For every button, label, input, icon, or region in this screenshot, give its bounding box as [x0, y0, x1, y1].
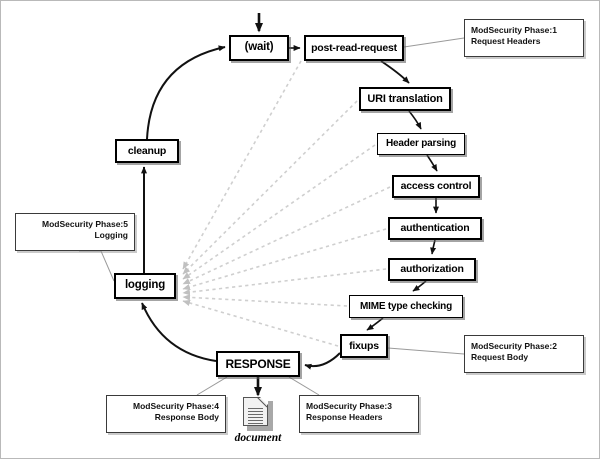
node-response-label: RESPONSE: [225, 357, 291, 371]
node-logging[interactable]: logging: [114, 273, 176, 299]
node-header-parsing[interactable]: Header parsing: [377, 133, 465, 155]
document-icon-page: [243, 397, 268, 426]
node-authentication-label: authentication: [400, 222, 470, 235]
annotation-phase-3-line-1: ModSecurity Phase:3: [306, 401, 392, 411]
annotation-connectors: [79, 37, 465, 396]
node-mime-type-checking-label: MIME type checking: [360, 300, 452, 312]
annotation-modsecurity-phase-4: ModSecurity Phase:4 Response Body: [106, 395, 226, 433]
annotation-modsecurity-phase-1: ModSecurity Phase:1 Request Headers: [464, 19, 584, 57]
node-fixups[interactable]: fixups: [340, 334, 388, 358]
document-icon-lines: [248, 408, 263, 424]
document-label: document: [234, 432, 282, 444]
annotation-modsecurity-phase-2: ModSecurity Phase:2 Request Body: [464, 335, 584, 373]
node-authorization[interactable]: authorization: [388, 258, 476, 281]
node-cleanup-label: cleanup: [127, 144, 167, 157]
document-node: document: [222, 397, 294, 444]
annotation-modsecurity-phase-3: ModSecurity Phase:3 Response Headers: [299, 395, 419, 433]
node-mime-type-checking[interactable]: MIME type checking: [349, 295, 463, 318]
node-authorization-label: authorization: [400, 263, 464, 276]
document-icon-fold-line: [257, 397, 268, 408]
flow-arrows: [141, 13, 439, 397]
node-uri-translation-label: URI translation: [367, 92, 443, 105]
node-logging-label: logging: [124, 279, 166, 292]
annotation-phase-5-line-2: Logging: [94, 230, 128, 241]
logging-feed-arrows: [182, 60, 391, 347]
annotation-phase-4-line-2: Response Body: [154, 412, 219, 423]
annotation-phase-2-line-2: Request Body: [471, 352, 529, 363]
node-fixups-label: fixups: [349, 339, 379, 352]
node-header-parsing-label: Header parsing: [385, 138, 456, 149]
document-icon-fold: [260, 397, 268, 405]
annotation-phase-1-line-1: ModSecurity Phase:1: [471, 25, 557, 35]
node-access-control-label: access control: [400, 180, 472, 193]
node-post-read-request[interactable]: post-read-request: [304, 35, 404, 61]
annotation-modsecurity-phase-5: ModSecurity Phase:5 Logging: [15, 213, 135, 251]
node-response[interactable]: RESPONSE: [216, 351, 300, 377]
node-wait[interactable]: (wait): [229, 35, 289, 61]
node-authentication[interactable]: authentication: [388, 217, 482, 240]
annotation-phase-1-line-2: Request Headers: [471, 36, 541, 47]
annotation-phase-2-line-1: ModSecurity Phase:2: [471, 341, 557, 351]
node-access-control[interactable]: access control: [392, 175, 480, 198]
node-cleanup[interactable]: cleanup: [115, 139, 179, 163]
annotation-phase-5-line-1: ModSecurity Phase:5: [42, 219, 128, 229]
document-icon: [243, 397, 273, 431]
annotation-phase-3-line-2: Response Headers: [306, 412, 383, 423]
node-wait-label: (wait): [244, 41, 274, 54]
node-post-read-request-label: post-read-request: [311, 41, 397, 54]
annotation-phase-4-line-1: ModSecurity Phase:4: [133, 401, 219, 411]
node-uri-translation[interactable]: URI translation: [359, 87, 451, 111]
